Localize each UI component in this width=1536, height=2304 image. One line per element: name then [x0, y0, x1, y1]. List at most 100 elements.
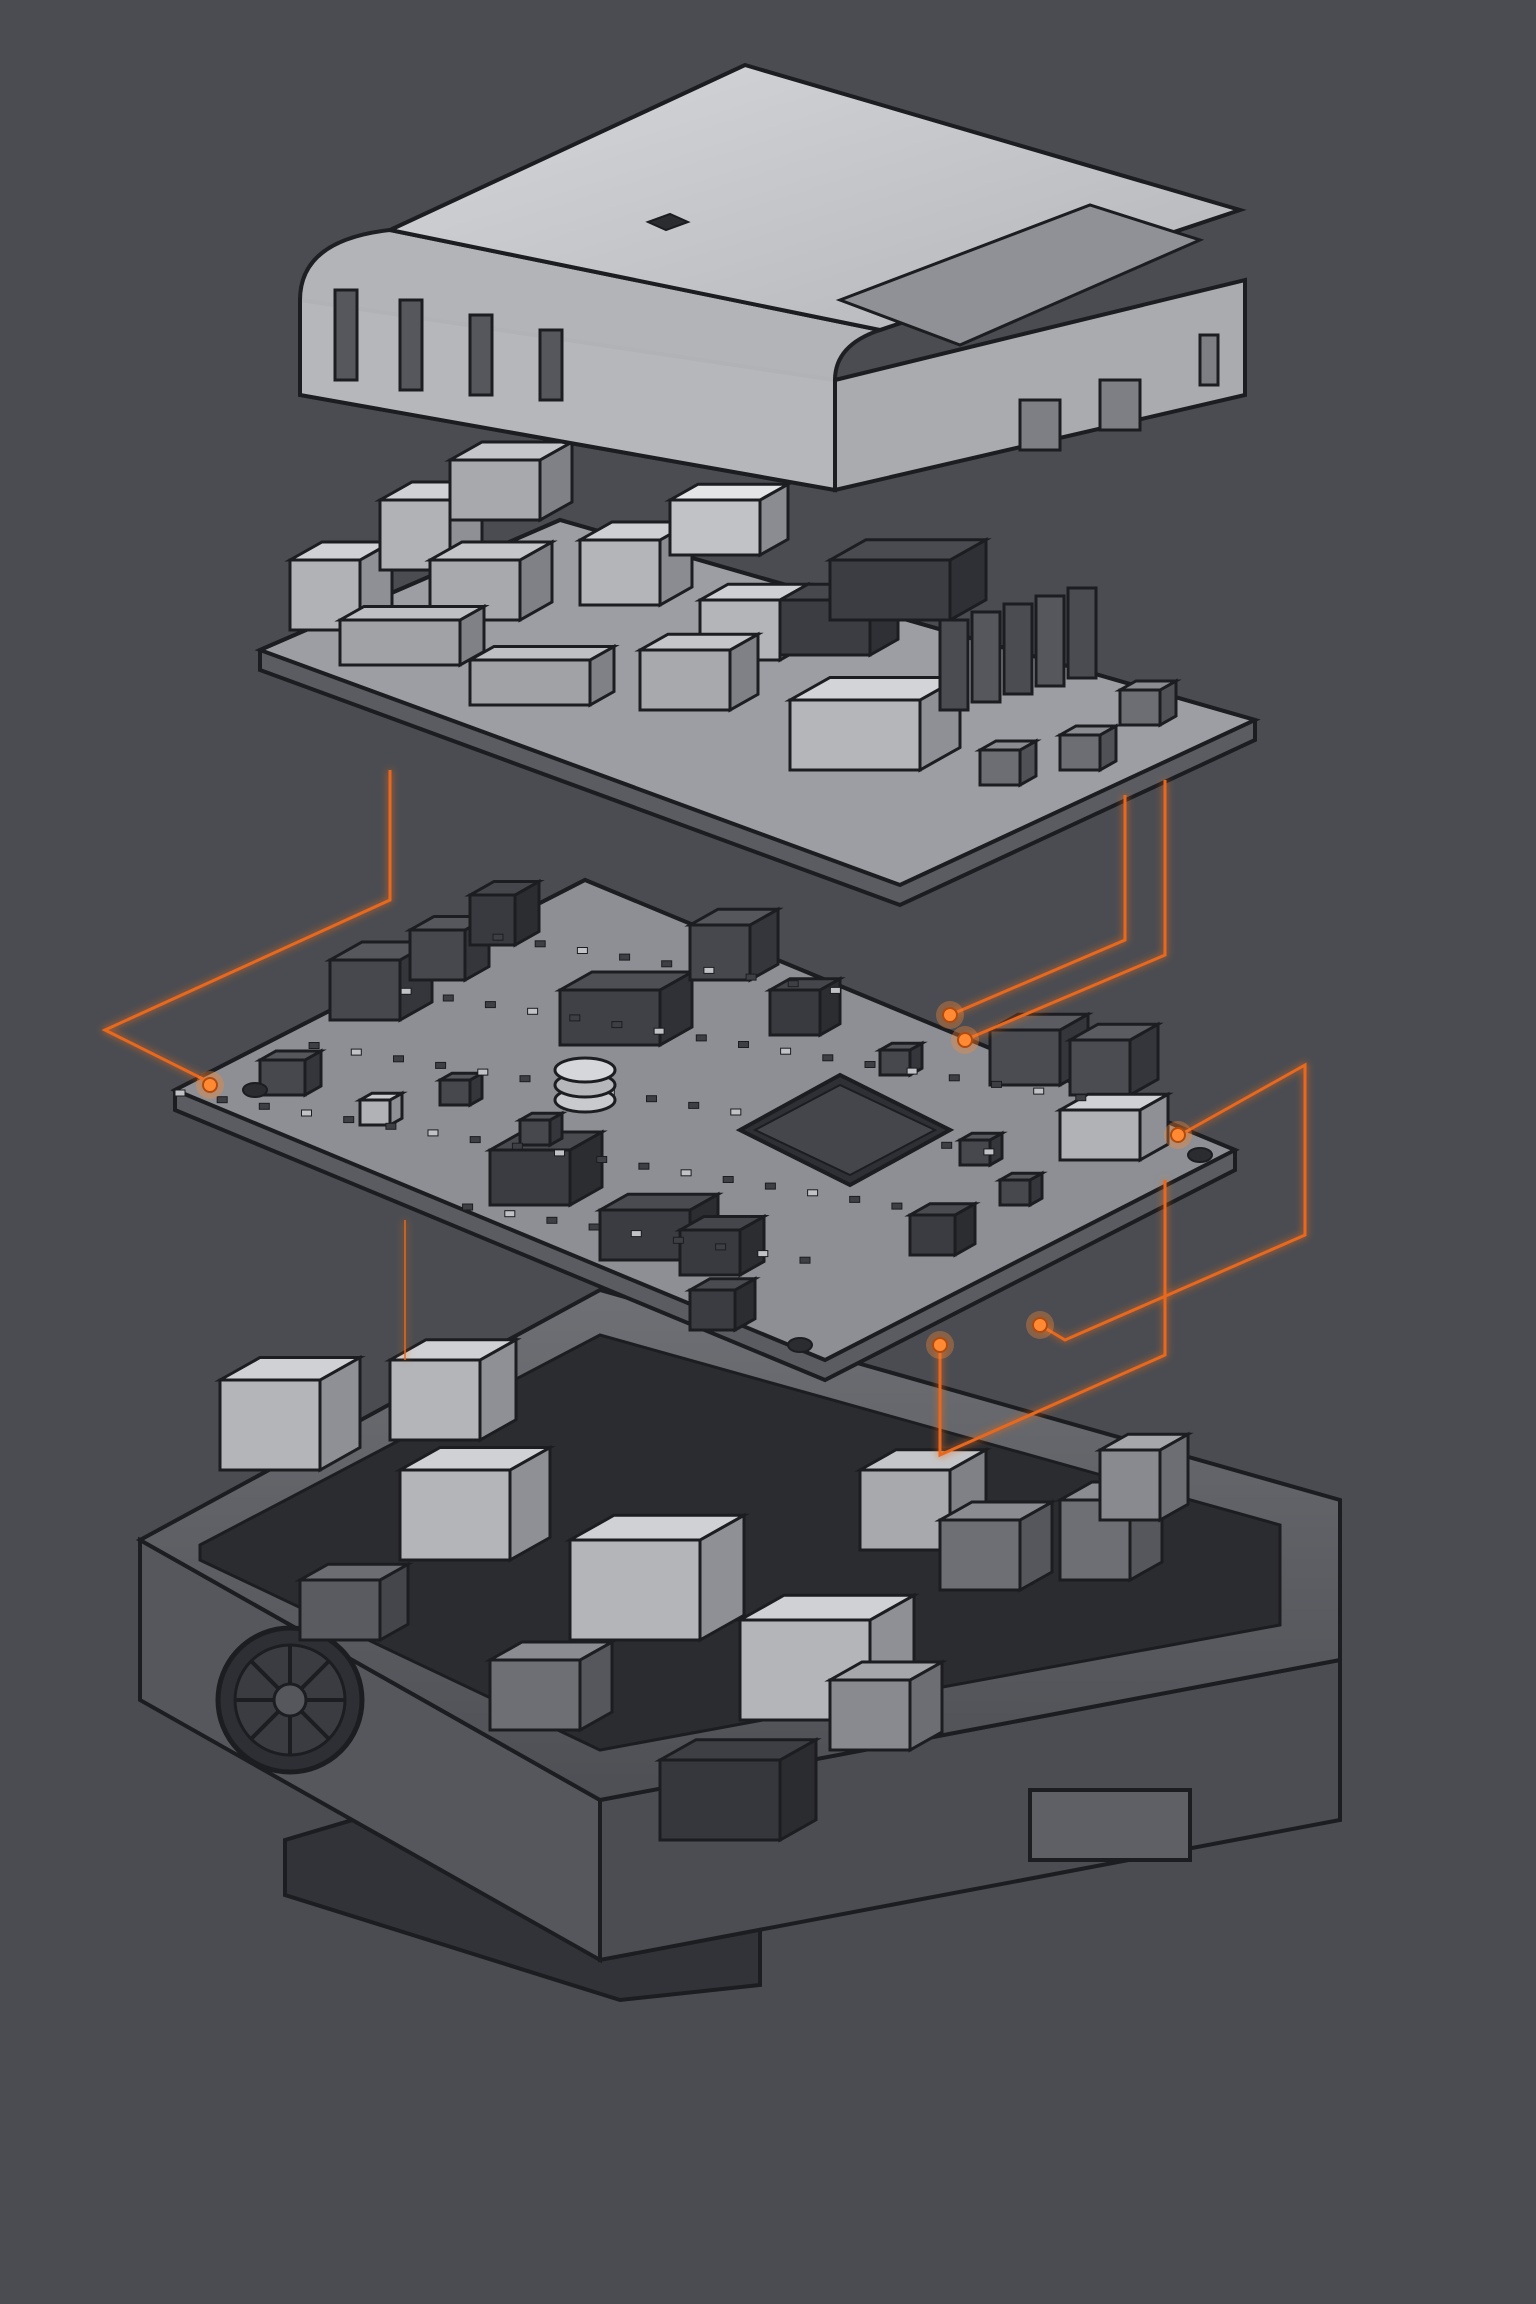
wire-power-to-logic-left [101, 770, 392, 1087]
capacitor-block [684, 1276, 761, 1333]
smd-component [738, 1041, 749, 1048]
smd-component [695, 1034, 707, 1042]
smd-component [511, 1142, 523, 1150]
smd-component [554, 1149, 565, 1157]
smd-component [638, 1162, 650, 1170]
smd-component [864, 1061, 876, 1068]
smd-component [688, 1101, 700, 1109]
capacitor-block [904, 1201, 981, 1258]
smd-component [1075, 1094, 1087, 1102]
smd-component [780, 1047, 792, 1055]
smd-component [576, 947, 588, 954]
smd-component [829, 986, 841, 994]
connector-node-icon [1026, 1311, 1054, 1339]
smd-block [514, 1110, 568, 1148]
relay-block [444, 439, 578, 523]
fan-icon [215, 1625, 365, 1775]
terminal-block [824, 1659, 948, 1753]
smd-component [350, 1048, 362, 1056]
connector-nodes [196, 1001, 1192, 1359]
smd-component [722, 1176, 734, 1183]
smd-block [434, 1070, 488, 1108]
processor-chip-icon [735, 1072, 955, 1188]
smd-component [462, 1203, 474, 1211]
smd-component [527, 1007, 539, 1015]
power-board [254, 439, 1261, 908]
smd-component [427, 1129, 439, 1137]
terminal-block [1114, 678, 1182, 728]
smd-block [954, 1130, 1008, 1168]
smd-component [661, 960, 673, 968]
choke-block [464, 878, 545, 948]
connector-node-icon [936, 1001, 964, 1029]
logic-board-components [174, 878, 1174, 1333]
smd-component [891, 1202, 903, 1210]
smd-component [519, 1075, 531, 1083]
terminal-block [1094, 1431, 1194, 1523]
smd-component [680, 1169, 692, 1177]
cover-indicator-slot [645, 212, 691, 232]
bracket-block [564, 1512, 750, 1643]
bracket-block [384, 1337, 522, 1443]
smd-component [799, 1256, 811, 1264]
cover-inner-ribs [333, 288, 564, 402]
smd-block [874, 1040, 928, 1078]
relay-block [424, 539, 558, 623]
driver-block [654, 1737, 822, 1843]
smd-component [619, 953, 631, 961]
enclosure-internal-components [214, 1337, 1194, 1843]
smd-component [484, 1001, 496, 1009]
smd-component [174, 1089, 186, 1097]
relay-block [1064, 1021, 1164, 1098]
connector-node-icon [926, 1331, 954, 1359]
terminal-block [974, 738, 1042, 788]
ic-block [764, 976, 846, 1038]
bracket-block [394, 1444, 556, 1563]
smd-component [672, 1236, 684, 1244]
bus-bar [464, 643, 620, 708]
connector-node-icon [196, 1071, 224, 1099]
wire-logic-to-base-mid [938, 1180, 1167, 1458]
usb-port-block [1054, 1091, 1174, 1163]
smd-component [906, 1067, 918, 1075]
logic-board-mount-holes [242, 1082, 1213, 1353]
smd-component [730, 1108, 742, 1116]
smd-component [715, 1243, 727, 1251]
bus-bar [334, 603, 490, 668]
smd-component [469, 1136, 481, 1144]
bridge-block [634, 631, 764, 713]
bulk-capacitor-block [784, 674, 966, 773]
power-board-components [284, 439, 1182, 788]
main-logic-board [170, 877, 1240, 1383]
smd-component [301, 1109, 312, 1117]
smd-component [948, 1074, 960, 1082]
smd-component [569, 1014, 581, 1022]
smd-block [254, 1048, 327, 1098]
smd-component [477, 1068, 489, 1076]
smd-component [343, 1116, 355, 1124]
smd-component [216, 1096, 228, 1104]
smd-component [991, 1080, 1002, 1088]
power-board-face [254, 517, 1261, 888]
smd-component [941, 1141, 953, 1149]
mount-block [294, 1561, 414, 1643]
smd-component [983, 1148, 995, 1156]
wire-power-to-logic-right-a [949, 795, 1127, 1017]
smd-component [757, 1250, 769, 1258]
cover-inset-panel [835, 203, 1205, 347]
wire-power-to-logic-right-b [964, 780, 1167, 1042]
connector-node-icon [951, 1026, 979, 1054]
smd-component [646, 1095, 657, 1103]
smd-component [492, 933, 504, 941]
smd-component [807, 1189, 819, 1197]
smd-component [385, 1122, 397, 1130]
capacitor-icon [553, 1056, 617, 1114]
top-cover [298, 62, 1247, 493]
smd-component [546, 1216, 558, 1224]
smd-component [611, 1021, 623, 1029]
connection-wires [101, 770, 1307, 1458]
smd-component [442, 994, 454, 1002]
smd-component [534, 940, 546, 948]
smd-component [435, 1061, 447, 1069]
